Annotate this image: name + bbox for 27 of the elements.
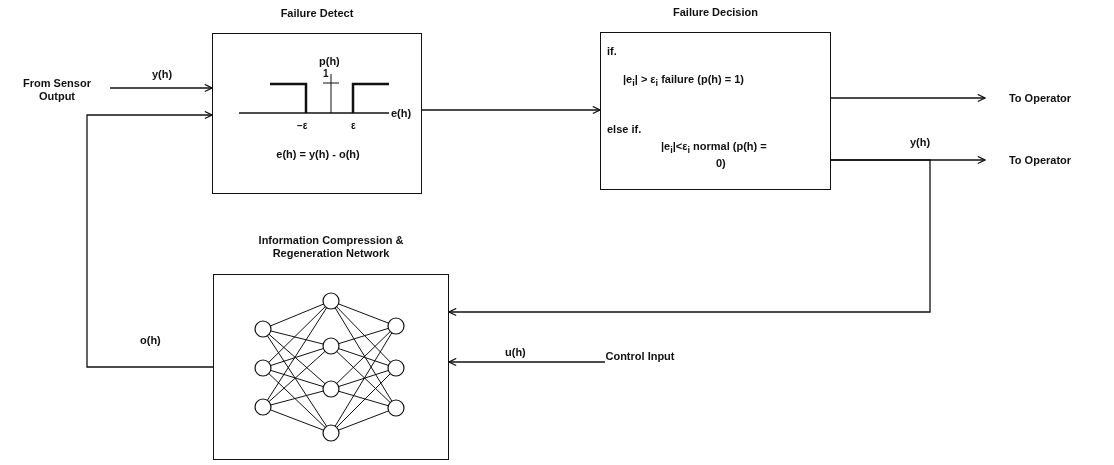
box-text: if. (607, 45, 617, 58)
axis-label: p(h) (319, 55, 340, 67)
edge-label: u(h) (503, 346, 528, 359)
node-text: Control Input (605, 350, 675, 363)
node-text: To Operator (1007, 92, 1073, 105)
box-title: Information Compression & Regeneration Network (257, 234, 405, 260)
edge-label: o(h) (138, 334, 163, 347)
box-text: |e$_{i}$| > ε$_{i}$ failure (p(h) = 1) (623, 73, 744, 91)
edge-label: y(h) (150, 68, 175, 81)
arrow (86, 110, 214, 368)
axis-label: e(h) (391, 107, 412, 119)
edge-label: y(h) (908, 136, 933, 149)
box-text: e(h) = y(h) - o(h) (275, 148, 361, 161)
axis-label: ε (351, 120, 356, 132)
arrow (830, 93, 986, 103)
axis-label: −ε (297, 120, 308, 132)
arrow (448, 159, 931, 317)
node-text: To Operator (1007, 154, 1073, 167)
box-title: Failure Detect (279, 7, 355, 20)
arrow (421, 105, 601, 115)
box-title: Failure Decision (672, 6, 759, 19)
box-text: else if. (607, 123, 642, 136)
box-text: |e$_{i}$|<ε$_{i}$ normal (p(h) = 0) (661, 140, 768, 171)
node-text: From Sensor Output (22, 77, 92, 103)
arrow (448, 357, 606, 367)
arrow (109, 83, 213, 93)
axis-label: 1 (323, 68, 329, 80)
